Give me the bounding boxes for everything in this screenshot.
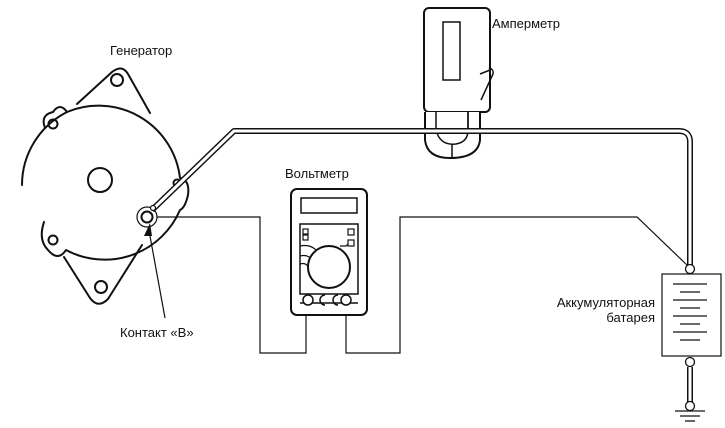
ground-symbol [675, 367, 705, 422]
contact-b-label: Контакт «В» [120, 325, 194, 340]
battery [661, 263, 722, 368]
contact-b-pointer [144, 223, 166, 319]
voltmeter [290, 188, 368, 316]
battery-label-line1: Аккумуляторная [556, 295, 655, 310]
generator [21, 67, 190, 305]
battery-label-line2: батарея [606, 310, 655, 325]
voltmeter-label: Вольтметр [285, 166, 349, 181]
generator-label: Генератор [110, 43, 173, 58]
voltmeter-wires [157, 216, 689, 354]
ammeter-label: Амперметр [492, 16, 561, 31]
ammeter [423, 7, 494, 160]
main-cable [149, 128, 693, 267]
